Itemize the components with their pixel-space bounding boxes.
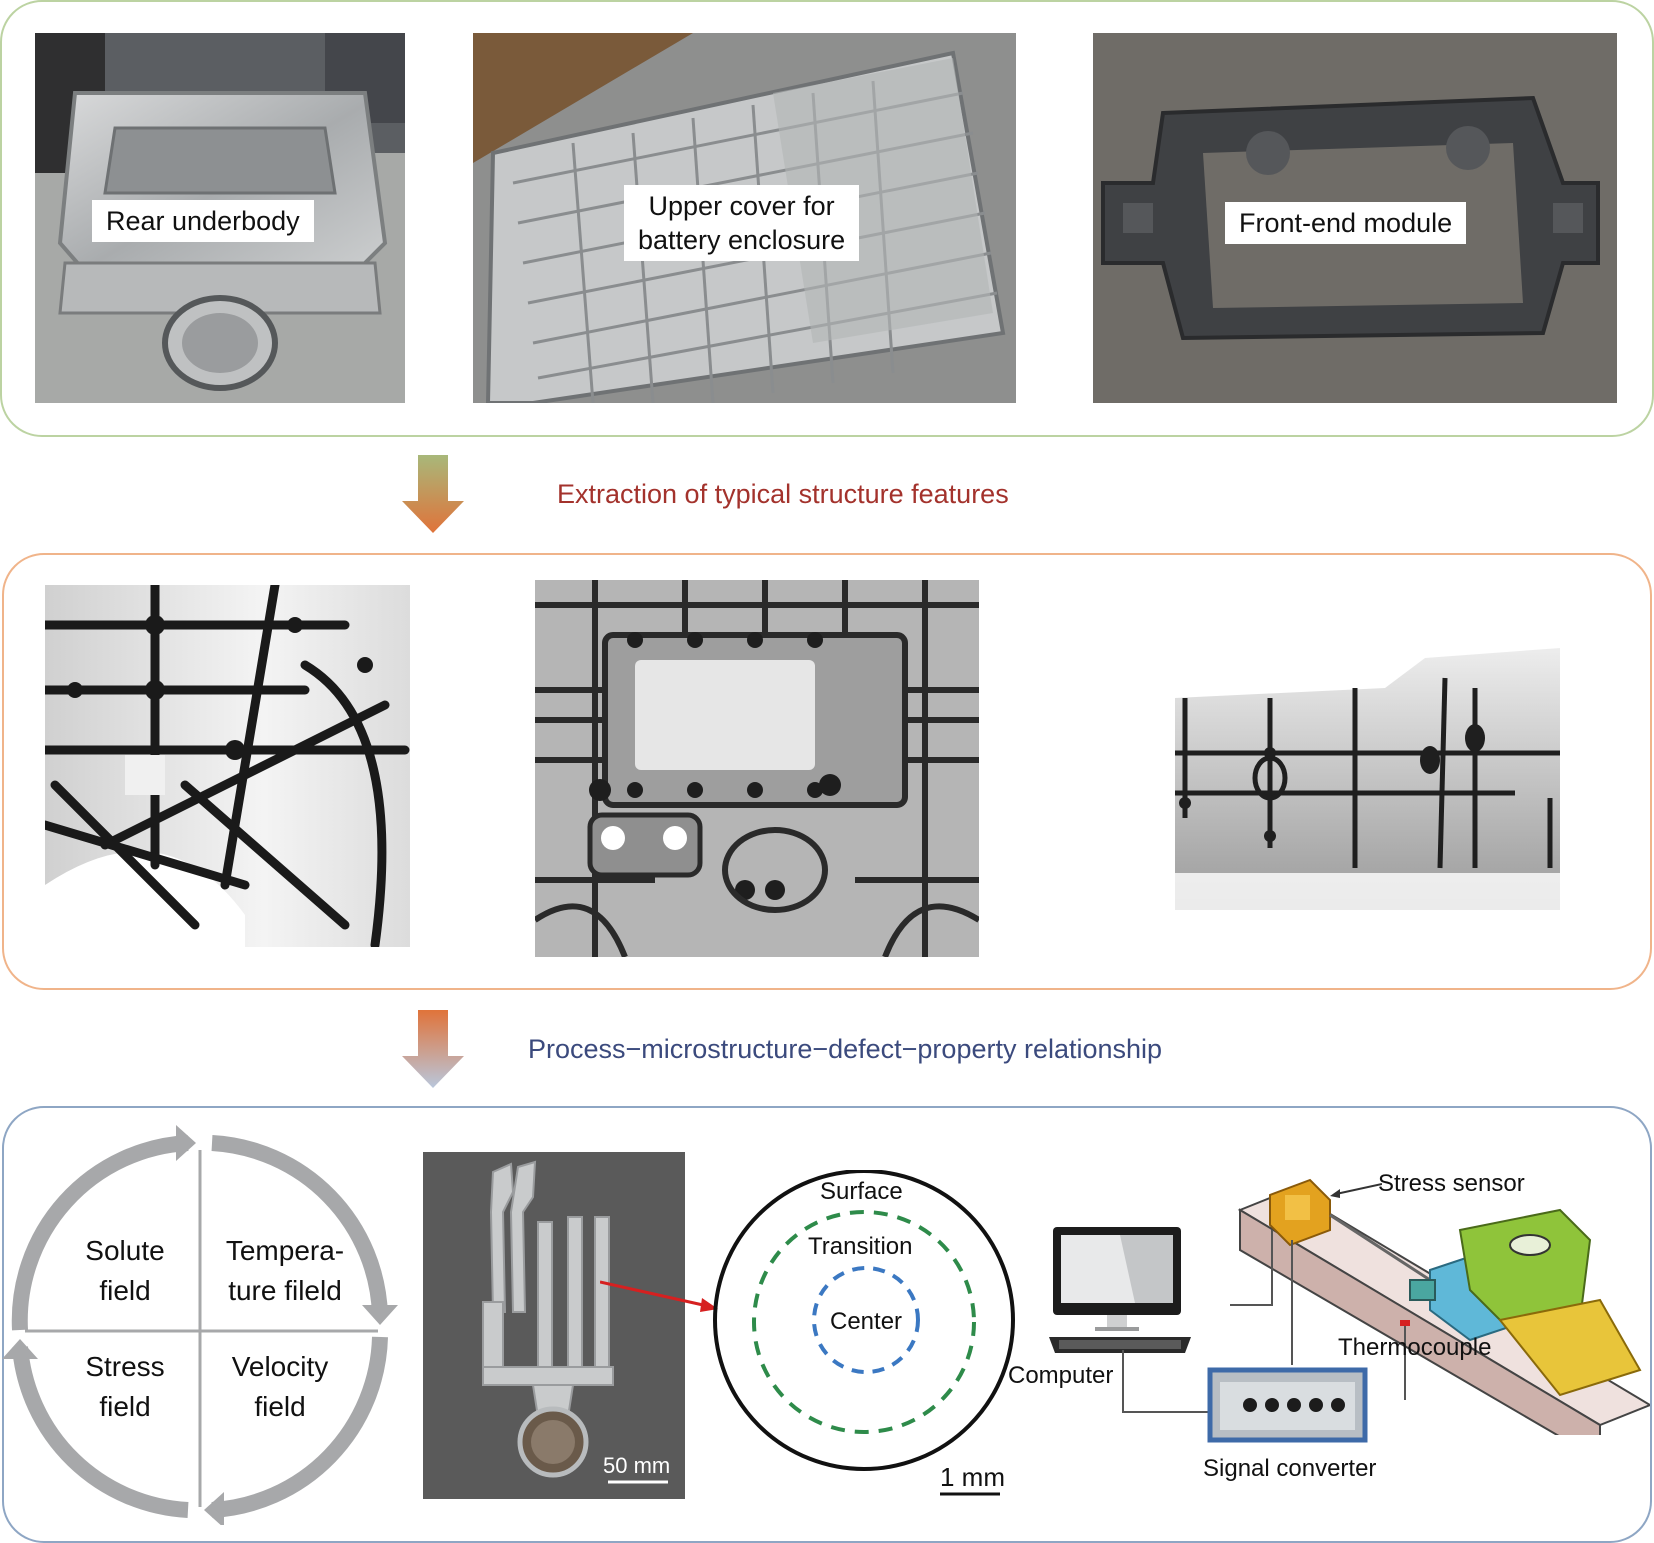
section-scale-label: 1 mm — [940, 1462, 1005, 1492]
solute-field-line1: Solute — [85, 1235, 165, 1266]
stress-sensor-pointer — [1330, 1183, 1382, 1198]
temperature-field-label: Tempera- ture fileld — [205, 1231, 365, 1311]
temperature-field-line1: Tempera- — [225, 1235, 345, 1266]
rear-underbody-label: Rear underbody — [92, 200, 314, 242]
pointer-line — [600, 1280, 713, 1309]
mould-apparatus-diagram — [1230, 1178, 1650, 1435]
temperature-field-line2: ture fileld — [228, 1275, 342, 1306]
cycle-arrowhead-icon — [176, 1125, 196, 1161]
stage-relationship-text: Process−microstructure−defect−property r… — [528, 1034, 1163, 1064]
cycle-arrowhead-icon — [204, 1492, 224, 1525]
feature-xray-2 — [535, 580, 979, 957]
stress-sensor-label: Stress sensor — [1378, 1170, 1525, 1197]
solute-field-label: Solute field — [55, 1231, 195, 1311]
feature-xray-1 — [45, 585, 410, 947]
velocity-field-line2: field — [254, 1391, 306, 1422]
battery-cover-label: Upper cover for battery enclosure — [624, 185, 860, 261]
cross-section-diagram — [600, 1170, 1015, 1496]
down-arrow-icon — [402, 455, 464, 533]
transition-label: Transition — [808, 1233, 913, 1260]
front-end-module-label: Front-end module — [1225, 202, 1467, 244]
feature-xray-3 — [1175, 618, 1560, 910]
velocity-field-label: Velocity field — [205, 1347, 355, 1427]
signal-converter-icon — [1207, 1367, 1368, 1443]
velocity-field-line1: Velocity — [231, 1351, 329, 1382]
stress-field-line2: field — [99, 1391, 151, 1422]
mould-block — [1409, 1208, 1642, 1397]
field-cycle-diagram — [2, 1125, 398, 1525]
pointer-arrowhead-icon — [1330, 1189, 1340, 1198]
computer-cable — [1122, 1350, 1215, 1413]
battery-cover-label-line2: battery enclosure — [638, 225, 846, 255]
surface-label: Surface — [820, 1178, 903, 1205]
stage-extraction-text: Extraction of typical structure features — [557, 479, 1009, 509]
down-arrow-icon — [402, 1010, 464, 1088]
signal-converter-label: Signal converter — [1203, 1455, 1377, 1482]
stress-field-label: Stress field — [55, 1347, 195, 1427]
stress-field-line1: Stress — [85, 1351, 165, 1382]
center-label: Center — [830, 1308, 903, 1335]
battery-cover-label-line1: Upper cover for — [648, 191, 835, 221]
thermocouple-label: Thermocouple — [1338, 1334, 1492, 1361]
casting-sample-photo — [423, 1152, 685, 1499]
cycle-arrowhead-icon — [362, 1305, 398, 1325]
casting-scale-label: 50 mm — [603, 1453, 671, 1478]
cycle-arrowhead-icon — [2, 1339, 38, 1359]
computer-icon — [1049, 1227, 1191, 1353]
computer-label: Computer — [1008, 1362, 1114, 1389]
stress-sensor-block — [1269, 1178, 1331, 1247]
solute-field-line2: field — [99, 1275, 151, 1306]
